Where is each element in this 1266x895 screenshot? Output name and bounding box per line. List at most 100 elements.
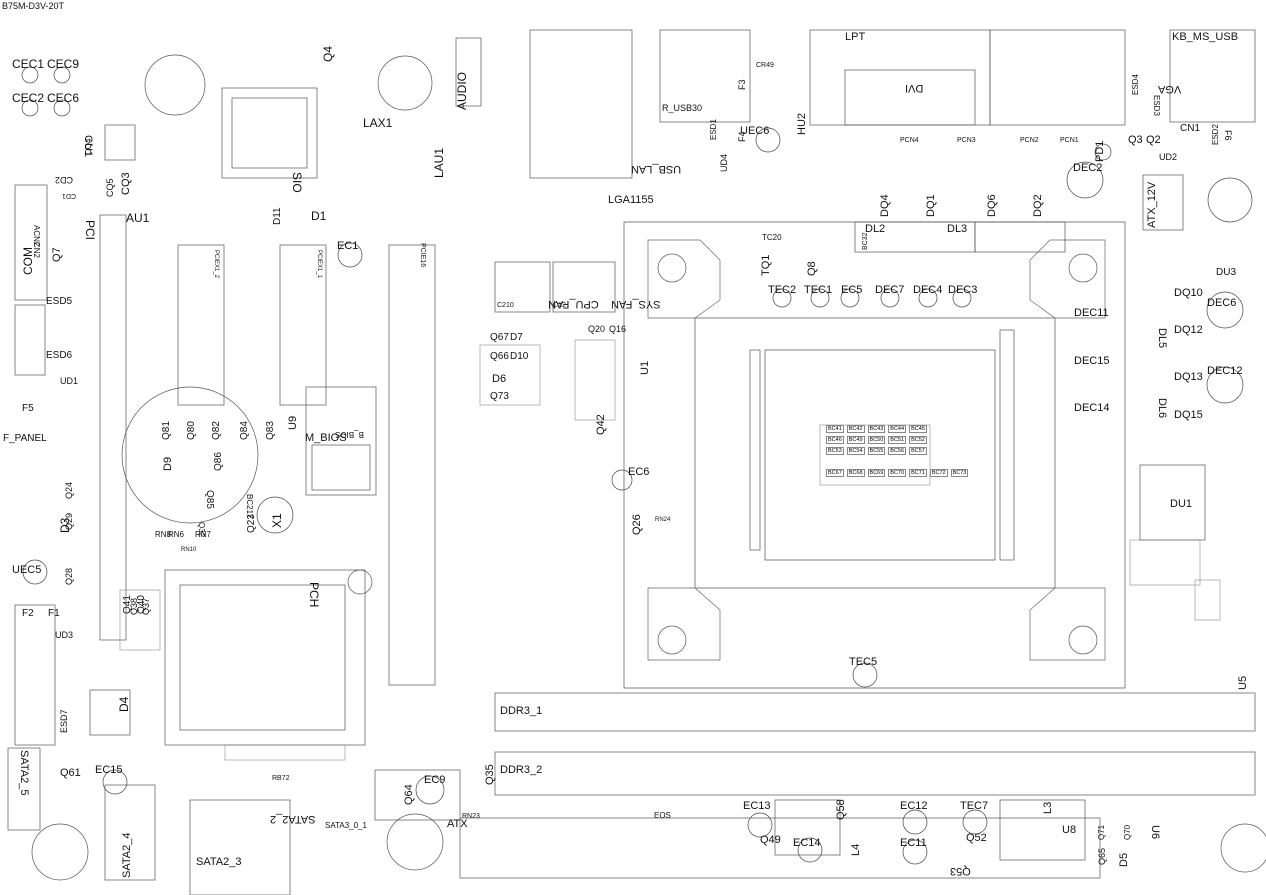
- bc-grid-cell: BC70: [888, 469, 907, 477]
- component-label-f4: F4: [737, 131, 747, 142]
- component-label-q81: Q81: [161, 421, 172, 440]
- component-label-rn8: RN8: [155, 530, 172, 539]
- component-label-usb-lan: USB_LAN: [631, 163, 682, 175]
- component-label-ec9: EC9: [424, 774, 446, 786]
- component-label-c12: C12: [553, 302, 566, 309]
- component-label-dl3: DL3: [947, 223, 968, 235]
- component-label-lax1: LAX1: [363, 116, 393, 130]
- component-label-uec6: UEC6: [740, 125, 770, 137]
- component-label-ud1: UD1: [60, 376, 79, 386]
- component-label-rb72: RB72: [272, 775, 290, 782]
- component-label-ddr3-1: DDR3_1: [500, 705, 543, 717]
- component-label-pcie16: PCIE16: [419, 243, 426, 268]
- component-label-pci: PCI: [83, 220, 97, 241]
- component-label-u5: U5: [1237, 675, 1249, 690]
- component-label-sata3-0-1: SATA3_0_1: [325, 821, 367, 830]
- bc-grid-cell: BC57: [909, 447, 927, 455]
- bc-grid-cell: BC68: [846, 469, 865, 477]
- component-label-ec13: EC13: [743, 800, 771, 812]
- component-label-ddr3-2: DDR3_2: [500, 764, 543, 776]
- component-label-rn6: RN6: [168, 530, 185, 539]
- bc-grid-cell: BC67: [826, 469, 844, 477]
- component-label-pciex1-1: PCIEX1_1: [316, 250, 322, 279]
- component-label-kb-ms-usb: KB_MS_USB: [1172, 31, 1239, 43]
- component-label-dq15: DQ15: [1174, 409, 1203, 421]
- component-label-pciex1-2: PCIEX1_2: [213, 250, 219, 279]
- component-label-eos: EOS: [654, 811, 671, 820]
- component-label-acn2: ACN2: [32, 225, 41, 247]
- bc-grid-cell: BC45: [909, 425, 927, 433]
- component-label-q26: Q26: [631, 514, 643, 535]
- component-label-u1: U1: [639, 360, 651, 375]
- bc-grid-cell: BC55: [867, 447, 886, 455]
- component-label-lga1155: LGA1155: [608, 194, 654, 206]
- component-label-pch: PCH: [307, 582, 321, 608]
- bc-grid-cell: BC56: [888, 447, 907, 455]
- component-label-atx-12v: ATX_12V: [1146, 181, 1158, 228]
- component-label-d11: D11: [272, 207, 283, 225]
- component-label-q82: Q82: [211, 421, 222, 440]
- component-label-dq6: DQ6: [986, 194, 998, 217]
- bc-grid-cell: BC46: [826, 436, 844, 444]
- component-label-d10: D10: [510, 351, 529, 362]
- component-label-ec12: EC12: [900, 800, 928, 812]
- component-label-q85: Q85: [204, 490, 215, 509]
- component-label-q24: Q24: [64, 481, 74, 499]
- component-label-q84: Q84: [239, 421, 250, 440]
- component-label-c210: C210: [497, 302, 514, 309]
- component-label-q28: Q28: [64, 567, 74, 585]
- component-label-esd3: ESD3: [1152, 95, 1161, 116]
- component-label-cr49: CR49: [756, 62, 774, 69]
- component-label-au1: AU1: [126, 211, 150, 225]
- component-label-u9: U9: [287, 415, 299, 430]
- bc-grid-cell: BC52: [909, 436, 927, 444]
- component-label-q80: Q80: [186, 421, 197, 440]
- component-label-dq4: DQ4: [879, 194, 891, 217]
- component-label-ec14: EC14: [793, 837, 821, 849]
- bc-grid-cell: BC72: [929, 469, 948, 477]
- component-label-dec14: DEC14: [1074, 402, 1110, 414]
- component-label-pcn3: PCN3: [957, 137, 976, 144]
- component-label-dec3: DEC3: [948, 284, 978, 296]
- component-label-f2: F2: [22, 608, 34, 619]
- component-label-tec7: TEC7: [960, 800, 989, 812]
- component-label-pcn2: PCN2: [1020, 137, 1039, 144]
- component-label-ec6: EC6: [628, 466, 650, 478]
- bc-grid-cell: BC51: [888, 436, 907, 444]
- component-label-sata2-5: SATA2_5: [18, 750, 30, 796]
- component-label-u6: U6: [1149, 825, 1161, 840]
- bc-grid-cell: BC69: [867, 469, 886, 477]
- component-label-uec5: UEC5: [12, 564, 42, 576]
- component-label-sio: SIO: [290, 172, 304, 193]
- component-label-q7: Q7: [51, 247, 63, 262]
- component-label-q67: Q67: [490, 332, 509, 343]
- component-label-tc20: TC20: [762, 233, 782, 242]
- component-label-q4: Q4: [321, 45, 335, 62]
- component-label-sata2-4: SATA2_4: [121, 832, 133, 878]
- bc-grid-cell: BC49: [846, 436, 865, 444]
- component-label-q8: Q8: [806, 261, 818, 276]
- board-id-label: B75M-D3V-20T: [2, 1, 65, 11]
- component-label-l3: L3: [1042, 801, 1054, 814]
- component-label-atx: ATX: [447, 818, 468, 830]
- component-label-cq4: CQ4: [84, 138, 93, 155]
- bc-grid-cell: BC50: [867, 436, 886, 444]
- component-label-dec15: DEC15: [1074, 355, 1110, 367]
- component-label-q3: Q3: [1128, 134, 1143, 146]
- component-label-esd1: ESD1: [709, 119, 718, 140]
- component-label-tq1: TQ1: [760, 254, 772, 276]
- component-label-sys-fan: SYS_FAN: [611, 298, 661, 310]
- component-label-q35: Q35: [484, 764, 496, 785]
- component-label-bc32: BC32: [862, 232, 869, 250]
- component-label-cq3: CQ3: [120, 172, 132, 195]
- component-label-q20: Q20: [588, 324, 606, 334]
- component-label-q42: Q42: [595, 414, 607, 435]
- component-label-q38: Q38: [129, 597, 139, 615]
- component-label-esd2: ESD2: [1211, 124, 1220, 145]
- component-label-q71: Q71: [1097, 824, 1106, 840]
- component-label-f-panel: F_PANEL: [3, 433, 47, 444]
- component-label-pcn4: PCN4: [900, 137, 919, 144]
